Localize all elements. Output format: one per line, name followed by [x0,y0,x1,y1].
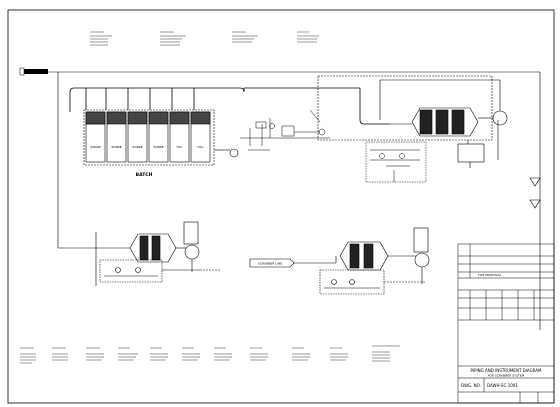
batch-tanks: 30RAW SONKE SONKE SONKE HCL HCL [83,109,215,166]
scrubber-bottom-right [319,227,430,295]
scrubber-line-label: SCRUBBER LINE [258,262,282,266]
dwg-no-label: DWG. NO. [461,383,481,388]
revision-header: FOR PROPOSAL [478,273,502,277]
tank-1: 30RAW [85,111,106,163]
middle-instruments [240,109,330,151]
tank-2: SONKE [106,111,127,163]
tank-5: HCL [169,111,190,163]
batch-header [69,87,390,125]
tank-label: HCL [176,145,182,149]
legend-bottom [20,345,400,364]
scrubber-bottom-left [95,221,220,286]
tank-label: SONKE [132,145,142,149]
batch-label: BATCH [136,172,153,178]
scrubber-top [317,75,508,168]
tank-3: SONKE [127,111,148,163]
tank-4: SONKE [148,111,169,163]
title-line-2: FOR SCRUBBER SYSTEM [488,374,525,378]
tank-label: SONKE [153,145,163,149]
tank-label: HCL [197,145,203,149]
inlet-flag [24,69,48,74]
legend-top [90,31,319,46]
batch-pump [214,148,239,158]
tank-label: SONKE [111,145,121,149]
pump-station-top [365,141,427,183]
dwg-no: DAWH-SC-1001 [487,383,518,388]
right-symbols [529,177,541,209]
drawing-border [7,9,555,404]
tank-label: 30RAW [90,145,101,149]
title-block [457,243,555,404]
title-line-1: PIPING AND INSTRUMENT DIAGRAM [470,368,542,373]
tank-6: HCL [190,111,211,163]
scrubber-line-tag: SCRUBBER LINE [249,258,336,268]
